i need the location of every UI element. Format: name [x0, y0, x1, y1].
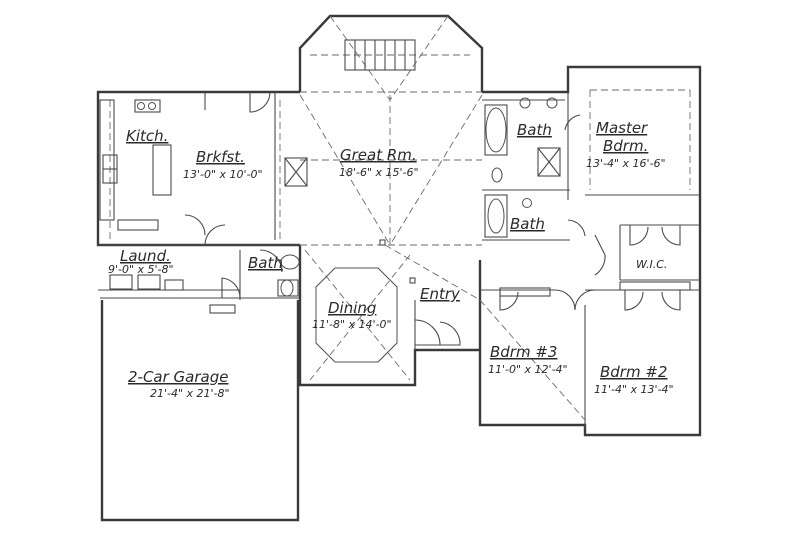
bdrm2-size: 11'-4" x 13'-4": [594, 383, 674, 396]
bdrm2-label: Bdrm #2: [600, 363, 667, 381]
room-labels: Kitch. Brkfst. 13'-0" x 10'-0" Great Rm.…: [108, 119, 674, 400]
breakfast-label: Brkfst.: [196, 148, 245, 166]
dining-size: 11'-8" x 14'-0": [312, 318, 392, 331]
door-swings: [204, 91, 681, 346]
laundry-fixtures: [109, 274, 184, 291]
great-room-size: 18'-6" x 15'-6": [339, 166, 419, 179]
dining-table-outline: [315, 267, 398, 363]
bdrm3-size: 11'-0" x 12'-4": [488, 363, 568, 376]
bath-top-label: Bath: [517, 121, 552, 139]
laundry-label: Laund.: [120, 247, 171, 265]
master-size: 13'-4" x 16'-6": [586, 157, 666, 170]
bath-top-fixtures: [484, 97, 561, 183]
closets: [209, 239, 691, 314]
bath-mid-fixtures: [484, 194, 532, 238]
entry-label: Entry: [420, 285, 461, 303]
great-room-label: Great Rm.: [340, 146, 417, 164]
dining-label: Dining: [328, 299, 376, 317]
master-label: Master: [596, 119, 648, 137]
fireplace: [284, 157, 308, 187]
ceiling-lines: [109, 15, 691, 421]
breakfast-size: 13'-0" x 10'-0": [183, 168, 263, 181]
kitchen-fixtures: [99, 99, 206, 236]
bath-low-label: Bath: [248, 254, 283, 272]
wic-label: W.I.C.: [636, 258, 667, 271]
stairs: [344, 39, 416, 71]
kitchen-label: Kitch.: [126, 127, 168, 145]
garage-size: 21'-4" x 21'-8": [150, 387, 230, 400]
bath-mid-label: Bath: [510, 215, 545, 233]
garage-label: 2-Car Garage: [128, 368, 228, 386]
bdrm3-label: Bdrm #3: [490, 343, 557, 361]
laundry-size: 9'-0" x 5'-8": [108, 263, 174, 276]
bath-low-fixtures: [277, 254, 300, 297]
master-label-2: Bdrm.: [603, 137, 648, 155]
